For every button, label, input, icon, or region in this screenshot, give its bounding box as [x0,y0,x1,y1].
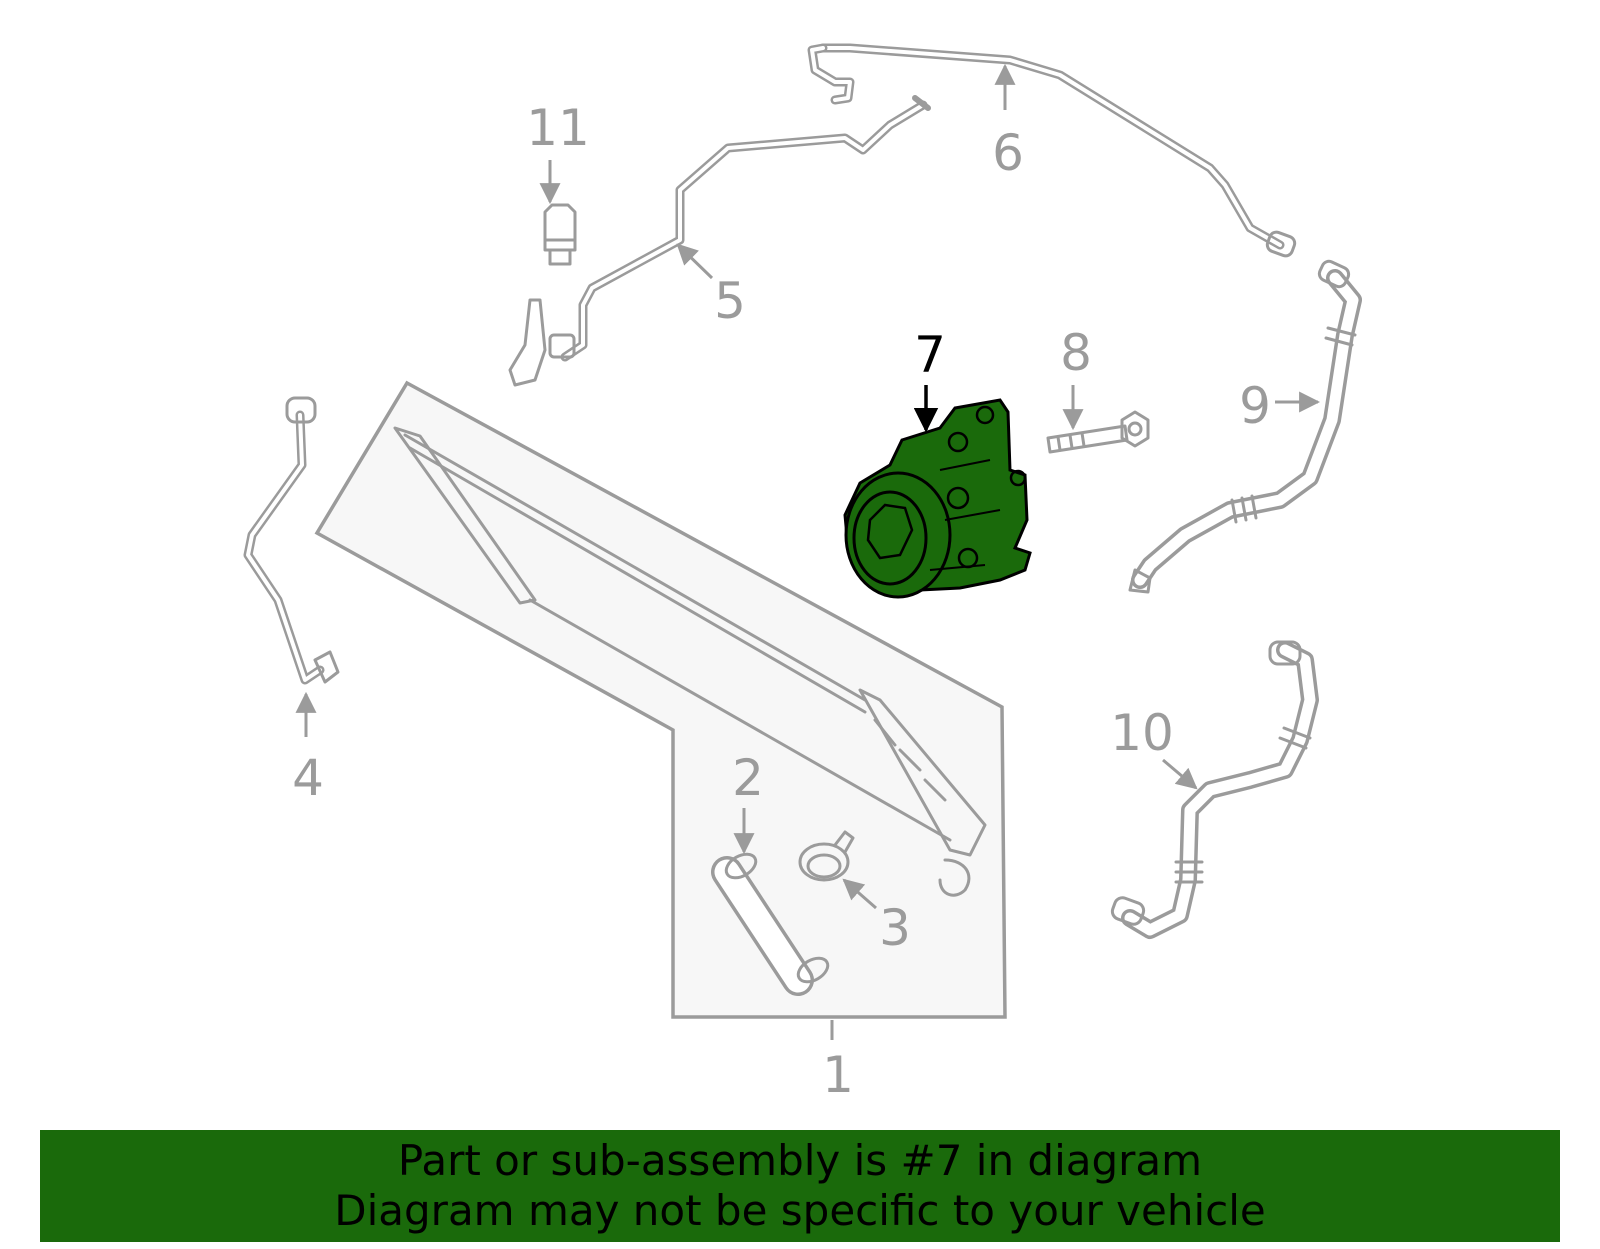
callout-6-label: 6 [992,124,1024,182]
refrigerant-line-6[interactable] [807,43,1297,258]
callout-4-label: 4 [292,749,324,807]
callout-7: 7 [913,326,946,433]
callout-6: 6 [992,63,1024,182]
callout-5: 5 [676,243,746,330]
ac-compressor[interactable] [843,398,1032,599]
callout-11: 11 [526,99,590,205]
drier-clamp[interactable] [798,830,855,882]
callout-1-label: 1 [822,1046,854,1104]
callout-5-label: 5 [714,272,746,330]
refrigerant-hose-10[interactable] [1110,640,1319,939]
callout-3: 3 [842,878,911,957]
callout-3-label: 3 [879,899,911,957]
receiver-drier[interactable] [711,849,832,996]
callout-10-label: 10 [1110,704,1174,762]
banner-line-1: Part or sub-assembly is #7 in diagram [397,1136,1203,1185]
refrigerant-line-5[interactable] [508,95,931,387]
callout-10: 10 [1110,704,1198,790]
callout-2: 2 [732,749,764,855]
refrigerant-hose-9[interactable] [1128,259,1362,594]
callout-7-label: 7 [914,326,946,384]
liquid-line-4[interactable] [243,396,340,685]
callout-2-label: 2 [732,749,764,807]
callout-9: 9 [1239,377,1321,435]
compressor-bolt[interactable] [1046,410,1150,454]
callout-1: 1 [822,1020,854,1104]
info-banner: Part or sub-assembly is #7 in diagram Di… [40,1130,1560,1242]
callout-11-label: 11 [526,99,590,157]
callout-4: 4 [292,691,324,807]
callout-8-label: 8 [1060,324,1092,382]
callout-8: 8 [1060,324,1092,431]
callout-9-label: 9 [1239,377,1271,435]
banner-line-2: Diagram may not be specific to your vehi… [334,1186,1266,1235]
pressure-switch[interactable] [543,203,577,266]
